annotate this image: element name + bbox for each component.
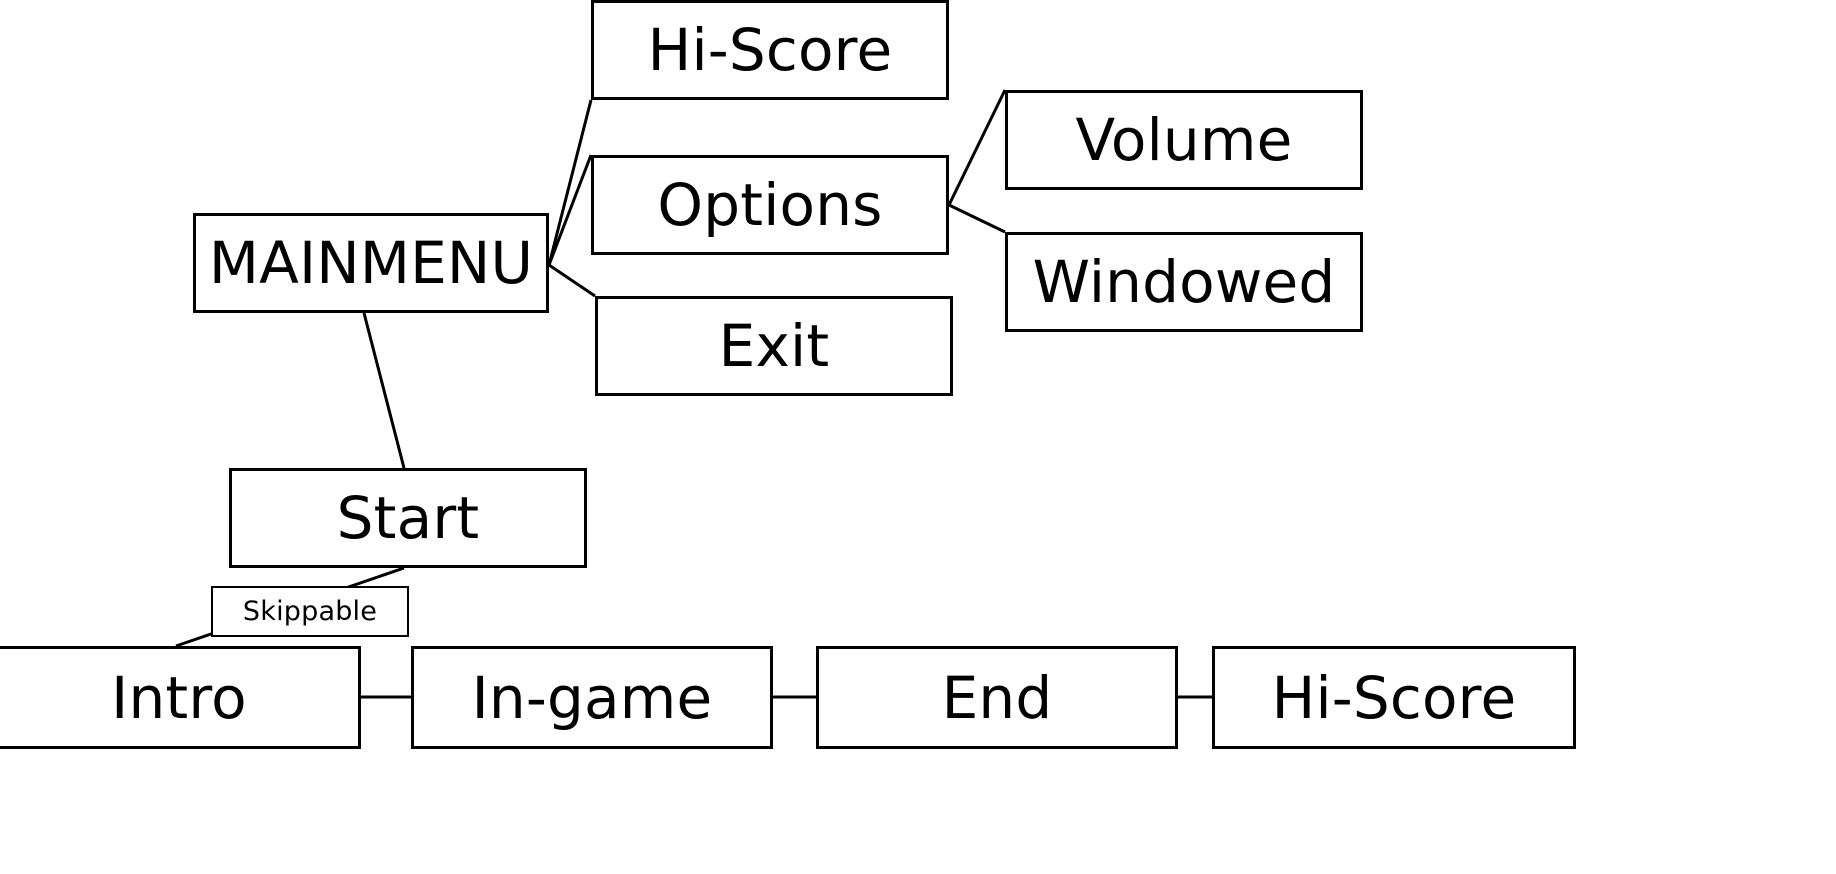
node-volume[interactable]: Volume [1005, 90, 1363, 190]
node-label-volume: Volume [1075, 106, 1293, 174]
edge-mainmenu-options [547, 154, 593, 266]
node-skippable[interactable]: Skippable [211, 586, 409, 637]
edge-options-windowed [948, 203, 1006, 234]
edge-mainmenu-hiscore [547, 99, 593, 266]
node-label-end: End [941, 663, 1053, 732]
node-windowed[interactable]: Windowed [1005, 232, 1363, 332]
edge-mainmenu-start [362, 312, 406, 469]
node-label-intro: Intro [111, 663, 247, 732]
node-end[interactable]: End [816, 646, 1178, 749]
node-label-skippable: Skippable [242, 596, 378, 627]
node-label-ingame: In-game [471, 663, 713, 732]
node-label-mainmenu: MAINMENU [208, 229, 534, 297]
node-hiscore_bot[interactable]: Hi-Score [1212, 646, 1576, 749]
node-mainmenu[interactable]: MAINMENU [193, 213, 549, 313]
node-options[interactable]: Options [591, 155, 949, 255]
node-intro[interactable]: Intro [0, 646, 361, 749]
node-hiscore_top[interactable]: Hi-Score [591, 0, 949, 100]
node-label-start: Start [336, 484, 480, 552]
node-ingame[interactable]: In-game [411, 646, 773, 749]
node-start[interactable]: Start [229, 468, 587, 568]
edge-mainmenu-exit [548, 263, 596, 298]
node-label-windowed: Windowed [1032, 248, 1336, 316]
edge-options-volume [947, 89, 1007, 206]
node-exit[interactable]: Exit [595, 296, 953, 396]
node-label-hiscore_bot: Hi-Score [1271, 663, 1517, 732]
node-label-options: Options [657, 171, 883, 239]
node-label-exit: Exit [718, 312, 830, 380]
node-label-hiscore_top: Hi-Score [647, 16, 893, 84]
